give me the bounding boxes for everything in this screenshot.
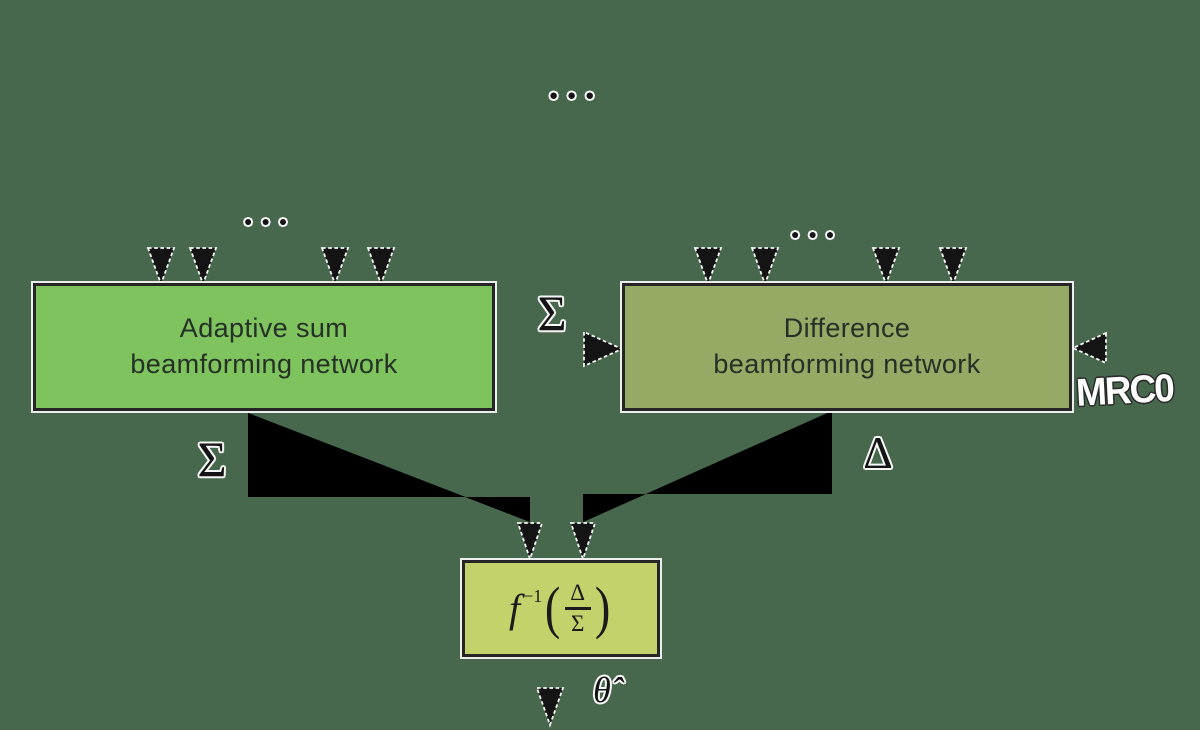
adaptive-sum-beamforming-box: Adaptive sum beamforming network [33,283,495,411]
sum-box-label: Adaptive sum beamforming network [130,313,398,379]
ellipsis-left-inputs: ●●● [244,213,297,229]
sum-input-arrowheads [146,247,396,287]
antenna-icon-3 [807,4,857,66]
formula-exponent: −1 [523,586,543,606]
sigma-link-arrowhead [583,330,625,368]
difference-beamforming-box: Difference beamforming network [622,283,1072,411]
formula-rparen: ) [594,575,611,641]
sigma-link-label: Σ [537,285,567,341]
fraction-numerator: Δ [570,580,586,606]
formula-lparen: ( [545,575,561,641]
delta-over-sigma-fraction: Δ Σ [564,580,591,636]
difference-box-label: Difference beamforming network [713,313,981,379]
antenna-icon-2 [287,4,337,66]
difference-input-arrowheads [693,247,968,287]
fraction-denominator: Σ [570,610,585,636]
theta-estimate-label: θ̂ [593,670,611,710]
inverse-function-formula: f −1 ( Δ Σ ) [509,575,613,641]
antenna-icon-4 [928,4,978,66]
formula-f: f [509,585,521,631]
output-arrowhead [535,687,565,728]
formula-box: f −1 ( Δ Σ ) [462,560,660,657]
mrc0-watermark: MRC0 [1074,366,1174,415]
formula-input-arrowheads [516,522,597,562]
mrc-arrowhead [1070,331,1107,365]
sigma-output-label: Σ [197,431,227,487]
fraction-bar [564,607,591,610]
antenna-icon-1 [136,4,186,66]
ellipsis-top: ●●● [549,87,604,104]
delta-output-label: Δ [863,427,893,478]
ellipsis-right-inputs: ●●● [791,226,844,242]
